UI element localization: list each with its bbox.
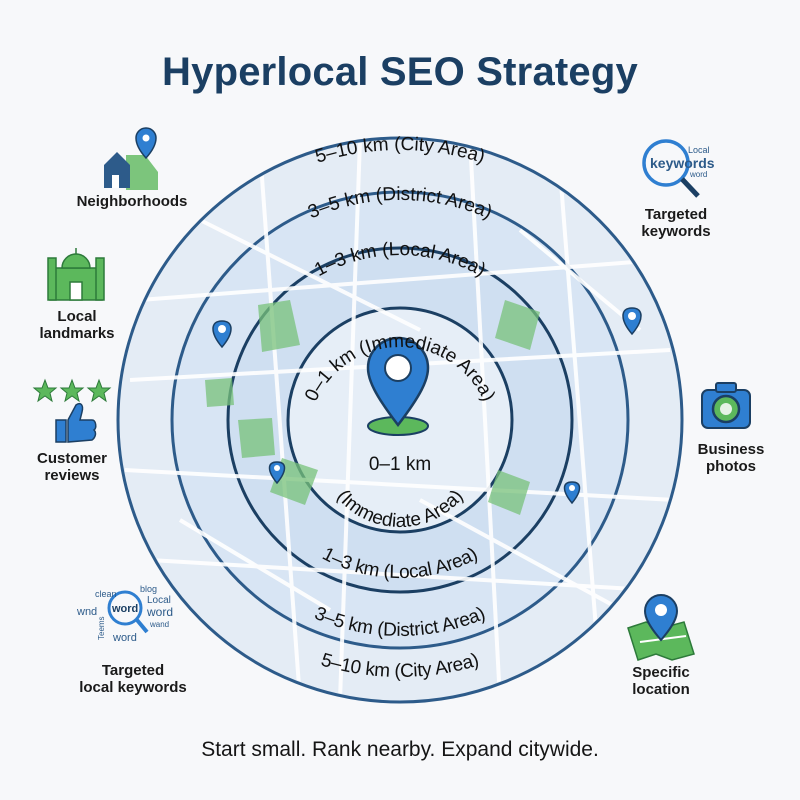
svg-text:Local: Local [688,145,710,155]
customer-reviews-label: Customer reviews [7,450,137,484]
green-parcels [205,300,540,515]
thumbs-up-icon [55,402,97,443]
landmark-building-icon [47,248,105,301]
keywords-magnifier-icon: Local keywords word [642,139,715,198]
map-pin-lower-left [268,461,286,485]
map-pin-left [212,320,232,349]
neighborhoods-text: Neighborhoods [76,193,188,210]
svg-text:clean: clean [95,589,117,599]
targeted-keywords-text-1: Targeted [644,206,708,223]
camera-icon [701,382,751,429]
targeted-local-keywords-text-2: local keywords [79,679,187,696]
svg-text:word: word [689,170,707,179]
immediate-area-label-bottom-1: 0–1 km [369,454,431,475]
page-title: Hyperlocal SEO Strategy [162,50,638,94]
business-photos-text-2: photos [706,458,756,475]
location-map-icon [627,594,695,661]
svg-text:wnd: wnd [76,606,97,618]
map-pin-right [622,307,642,336]
local-landmarks-text-2: landmarks [39,325,115,342]
business-photos-label: Business photos [666,441,796,475]
svg-text:wand: wand [149,620,169,629]
business-photos-text-1: Business [697,441,765,458]
svg-text:keywords: keywords [650,155,715,171]
targeted-local-keywords-label: Targeted local keywords [68,662,198,696]
customer-reviews-text-2: reviews [44,467,100,484]
tagline: Start small. Rank nearby. Expand citywid… [201,738,599,761]
local-landmarks-text-1: Local [57,308,97,325]
targeted-keywords-text-2: keywords [641,223,711,240]
specific-location-text-1: Specific [632,664,690,681]
customer-reviews-text-1: Customer [36,450,107,467]
targeted-keywords-label: Targeted keywords [611,206,741,240]
svg-text:Teems: Teems [97,616,106,640]
map-pin-lower-right [563,481,581,505]
targeted-local-keywords-text-1: Targeted [101,662,165,679]
neighborhoods-icon [104,127,158,190]
svg-text:blog: blog [140,584,157,594]
center-location-pin-icon [366,336,430,436]
specific-location-label: Specific location [596,664,726,698]
local-keywords-cloud-icon: clean blog Local wnd word word word wand… [76,584,173,644]
star-rating-icon [32,378,112,403]
specific-location-text-2: location [632,681,690,698]
svg-text:Local: Local [147,595,171,606]
svg-text:word: word [146,605,173,619]
svg-text:word: word [111,603,138,615]
neighborhoods-label: Neighborhoods [67,193,197,210]
local-landmarks-label: Local landmarks [12,308,142,342]
svg-text:word: word [112,632,137,644]
